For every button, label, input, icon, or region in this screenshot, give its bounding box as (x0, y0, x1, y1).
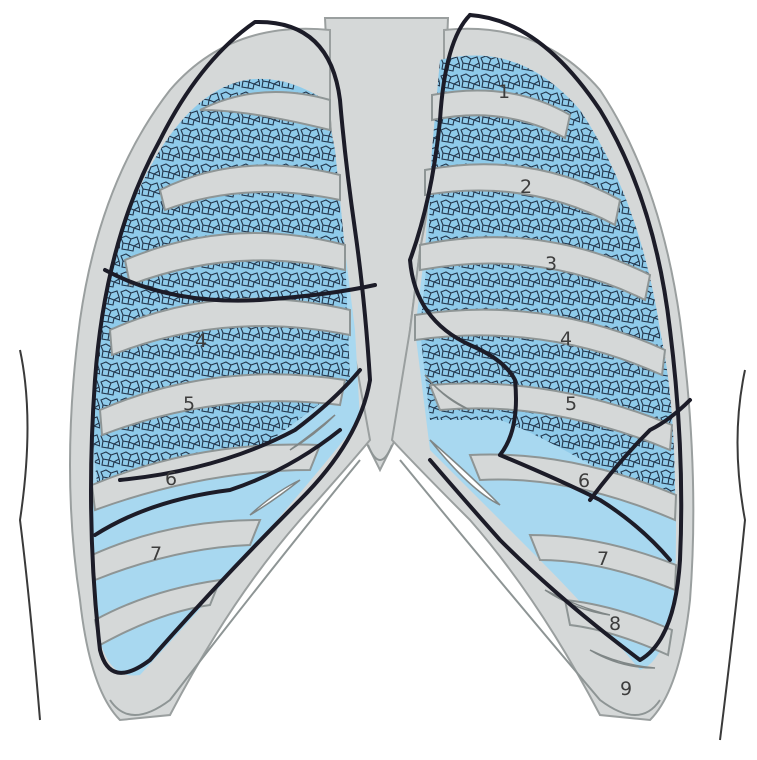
rib-label-left-6: 6 (578, 470, 590, 492)
rib-label-left-8: 8 (609, 613, 621, 635)
rib-label-right-5: 5 (183, 393, 195, 415)
rib-label-left-3: 3 (545, 253, 557, 275)
rib-label-right-6: 6 (165, 468, 177, 490)
rib-label-right-4: 4 (195, 330, 207, 352)
rib-label-left-2: 2 (520, 176, 532, 198)
rib-label-left-5: 5 (565, 393, 577, 415)
rib-label-left-1: 1 (498, 81, 510, 103)
rib-label-left-9: 9 (620, 678, 632, 700)
rib-label-left-4: 4 (560, 328, 572, 350)
rib-label-right-7: 7 (150, 543, 162, 565)
rib-label-left-7: 7 (597, 548, 609, 570)
